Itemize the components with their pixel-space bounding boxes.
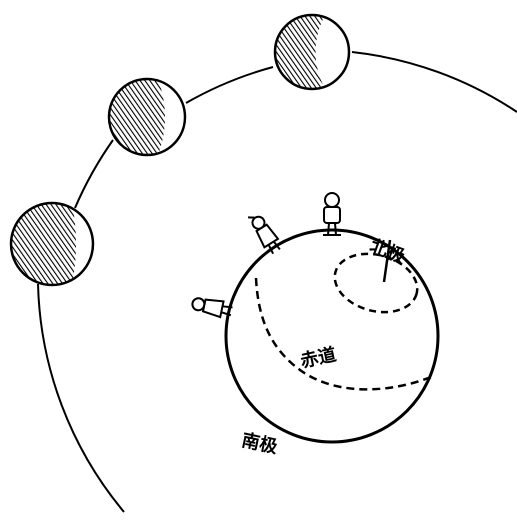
south-pole-label: 南极	[240, 429, 281, 458]
moon-3	[11, 203, 93, 285]
earth	[226, 230, 438, 442]
moon-2	[109, 79, 185, 155]
moon-1	[275, 15, 349, 89]
